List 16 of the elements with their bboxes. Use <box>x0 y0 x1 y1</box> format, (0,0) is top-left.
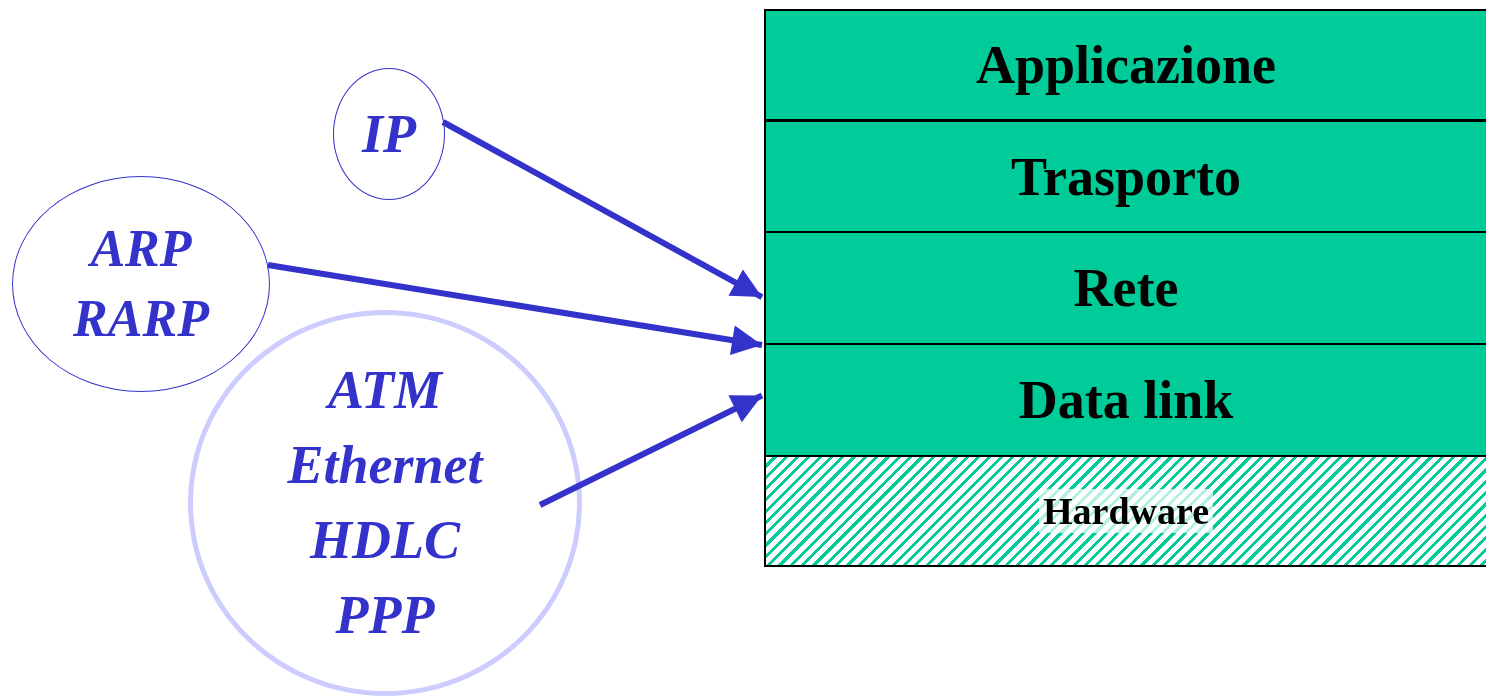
layer-box <box>764 120 1486 233</box>
layer-box <box>764 343 1486 457</box>
layer-label: Trasporto <box>1010 145 1242 208</box>
hatched-layer-box <box>764 455 1486 567</box>
layer-label: Data link <box>1017 369 1235 431</box>
layer-label: Hardware <box>1038 489 1213 533</box>
arrow <box>441 119 764 300</box>
arrow <box>538 392 764 508</box>
layer-label: Applicazione <box>975 34 1277 96</box>
layer-box <box>764 231 1486 345</box>
protocol-label: ARP RARP <box>72 219 211 349</box>
layer-box <box>764 9 1486 121</box>
arrow <box>267 262 763 355</box>
protocol-label: IP <box>360 104 418 164</box>
protocol-label: ATM Ethernet HDLC PPP <box>286 359 485 647</box>
layer-label: Rete <box>1072 257 1180 319</box>
